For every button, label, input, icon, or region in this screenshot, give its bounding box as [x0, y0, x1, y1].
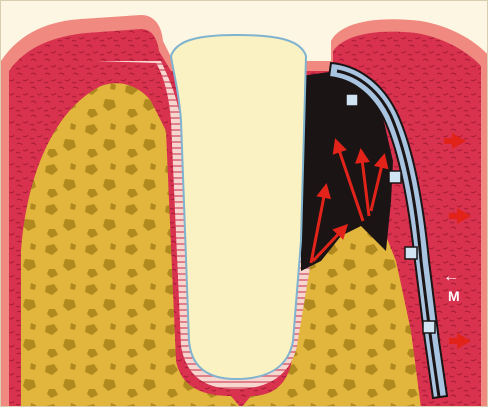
bracket-2	[389, 171, 401, 183]
tooth	[171, 35, 306, 379]
bracket-4	[423, 321, 435, 333]
m-label: M	[448, 288, 460, 304]
bracket-1	[346, 94, 358, 106]
bracket-3	[405, 247, 417, 259]
left-arrow-icon: ←	[443, 269, 459, 285]
